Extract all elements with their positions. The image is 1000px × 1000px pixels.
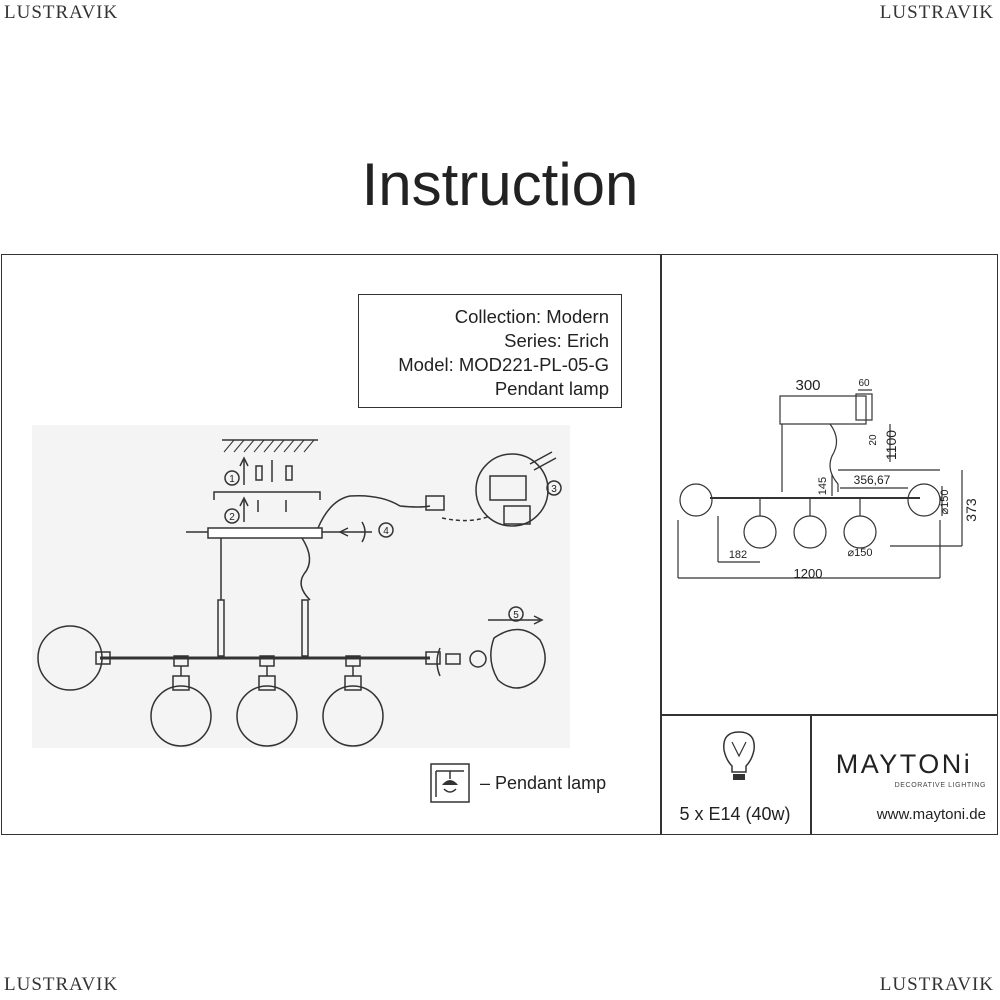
brand-logo: MAYTONi xyxy=(835,749,973,779)
product-type-label: Pendant lamp xyxy=(494,378,609,399)
lightbulb-icon xyxy=(723,731,755,780)
dim-373: 373 xyxy=(963,498,979,522)
step-5-number: 5 xyxy=(513,610,519,621)
shade-2-dim xyxy=(793,515,827,549)
shade-2 xyxy=(236,685,298,747)
step-3-marker xyxy=(546,480,562,496)
step-2-marker xyxy=(224,508,240,524)
dim-diameter-bottom: ⌀150 xyxy=(848,547,873,559)
legend-text: – Pendant lamp xyxy=(480,773,607,793)
frame-divider-horizontal xyxy=(660,714,998,716)
step-2-arrowhead xyxy=(239,496,249,507)
connector-detail-block xyxy=(489,475,527,501)
dim-1200: 1200 xyxy=(794,566,823,581)
watermark-bottom-right: LUSTRAVIK xyxy=(879,974,994,995)
shade-right-dim xyxy=(907,483,941,517)
shade-1-dim xyxy=(743,515,777,549)
canopy xyxy=(207,527,323,539)
step-1-marker xyxy=(224,470,240,486)
dim-300: 300 xyxy=(795,377,820,394)
connector-housing xyxy=(503,505,531,525)
instruction-frame xyxy=(1,254,998,835)
rod-right xyxy=(301,599,309,657)
step-2-number: 2 xyxy=(229,512,235,523)
mounting-plate-outline xyxy=(213,491,321,500)
step-5-marker xyxy=(508,606,524,622)
left-arm-socket xyxy=(95,651,111,665)
frame-divider-vertical xyxy=(660,254,662,835)
step-4-arrowhead xyxy=(338,527,349,537)
wall-plug-left xyxy=(255,465,263,481)
shade-left xyxy=(37,625,103,691)
step-4-number: 4 xyxy=(383,526,389,537)
model-label: Model: MOD221-PL-05-G xyxy=(398,354,609,375)
canopy-side-dim xyxy=(855,393,873,421)
right-bulb-holder xyxy=(445,653,461,665)
canopy-dim xyxy=(779,395,867,425)
wire-strand-b xyxy=(533,457,557,471)
dim-182: 182 xyxy=(729,549,747,561)
right-bulb xyxy=(469,650,487,668)
dim-60: 60 xyxy=(858,378,870,389)
series-label: Series: Erich xyxy=(504,330,609,351)
watermark-top-left: LUSTRAVIK xyxy=(4,2,119,23)
shade-right xyxy=(490,628,546,689)
dim-356-67: 356,67 xyxy=(854,473,891,487)
step-5-arrowhead xyxy=(533,615,544,625)
step-3-number: 3 xyxy=(551,484,557,495)
pendant-lamp-icon xyxy=(430,763,470,803)
step-4-rotate xyxy=(361,521,366,543)
shade-1 xyxy=(150,685,212,747)
brand-website[interactable]: www.maytoni.de xyxy=(876,806,986,823)
wire-strand-a xyxy=(529,451,553,465)
right-arm-socket xyxy=(425,651,441,665)
frame-divider-footer xyxy=(810,714,812,835)
rod-left xyxy=(217,599,225,657)
terminal-block xyxy=(425,495,445,511)
dim-145: 145 xyxy=(817,477,829,495)
collection-label: Collection: Modern xyxy=(454,306,609,327)
dim-20: 20 xyxy=(868,434,879,446)
step-1-number: 1 xyxy=(229,474,235,485)
bulb-holder-3 xyxy=(344,675,362,691)
bulb-spec: 5 x E14 (40w) xyxy=(679,804,791,824)
shade-left-dim xyxy=(679,483,713,517)
dim-1100: 1100 xyxy=(883,430,899,460)
dim-diameter-side: ⌀150 xyxy=(939,490,951,515)
product-info-box: Collection: Modern Series: Erich Model: … xyxy=(358,294,622,408)
wall-plug-right xyxy=(285,465,293,481)
bulb-holder-1 xyxy=(172,675,190,691)
step-5-rotate xyxy=(436,647,441,677)
step-1-arrowhead xyxy=(239,456,249,467)
supply-wire xyxy=(317,494,431,529)
detail-pointer xyxy=(441,515,491,522)
cord-dim xyxy=(829,423,839,492)
power-cord xyxy=(300,537,311,601)
ceiling-hatch xyxy=(223,439,315,453)
page-title: Instruction xyxy=(361,151,639,218)
brand-tagline: DECORATIVE LIGHTING xyxy=(894,782,986,789)
bulb-holder-2 xyxy=(258,675,276,691)
watermark-bottom-left: LUSTRAVIK xyxy=(4,974,119,995)
watermark-top-right: LUSTRAVIK xyxy=(879,2,994,23)
step-4-marker xyxy=(378,522,394,538)
shade-3-dim xyxy=(843,515,877,549)
shade-3 xyxy=(322,685,384,747)
